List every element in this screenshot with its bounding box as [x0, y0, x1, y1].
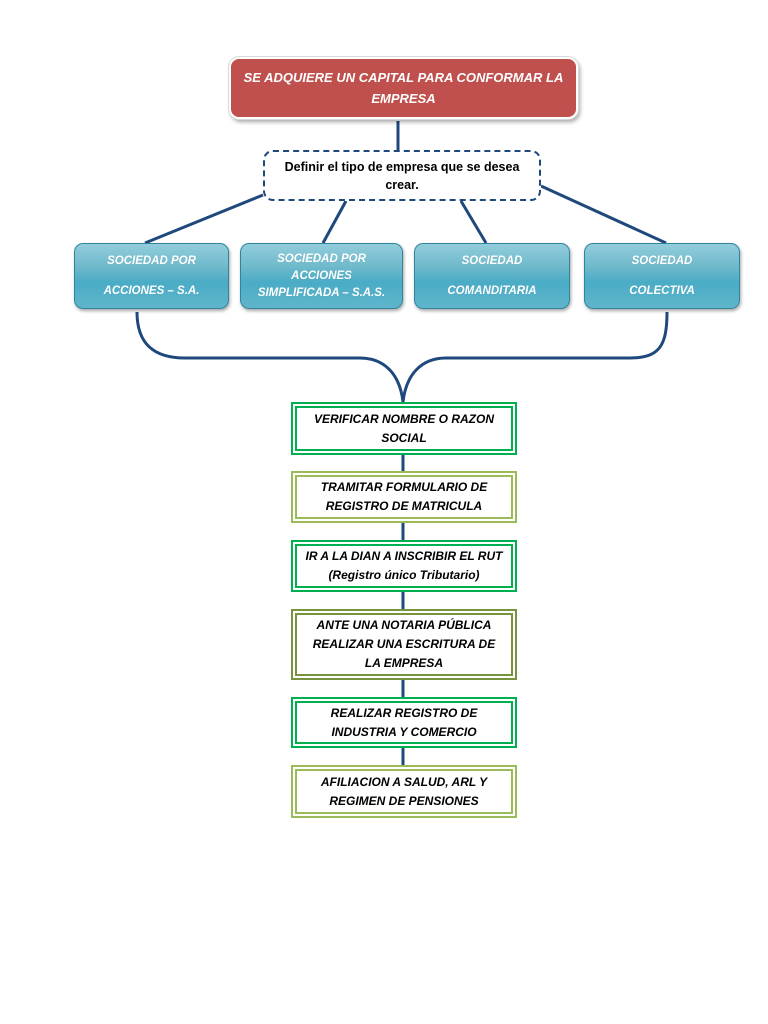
step-notary-deed: ANTE UNA NOTARIA PÚBLICA REALIZAR UNA ES…: [291, 609, 517, 680]
step-industry-commerce: REALIZAR REGISTRO DE INDUSTRIA Y COMERCI…: [291, 697, 517, 748]
company-type-line: SIMPLIFICADA – S.A.S.: [257, 286, 386, 299]
connector-decision-to-sa: [144, 193, 264, 245]
company-type-line: ACCIONES – S.A.: [103, 285, 200, 297]
company-type-line: SOCIEDAD: [461, 255, 523, 267]
company-type-line: COLECTIVA: [629, 285, 695, 297]
root-node-label: SE ADQUIERE UN CAPITAL PARA CONFORMAR LA…: [243, 70, 564, 106]
company-type-line: SOCIEDAD: [631, 255, 693, 267]
step-label: VERIFICAR NOMBRE O RAZON SOCIAL: [314, 411, 494, 445]
company-type-line: SOCIEDAD POR: [107, 255, 196, 267]
step-sublabel: (Registro único Tributario): [328, 568, 480, 582]
step-social-security: AFILIACION A SALUD, ARL Y REGIMEN DE PEN…: [291, 765, 517, 818]
connector-decision-to-sas: [321, 200, 348, 244]
company-type-comanditaria: SOCIEDAD COMANDITARIA: [414, 243, 570, 309]
company-type-line: SOCIEDAD POR: [277, 252, 366, 265]
step-registration-form: TRAMITAR FORMULARIO DE REGISTRO DE MATRI…: [291, 471, 517, 523]
brace-connector: [135, 311, 669, 403]
company-type-line: ACCIONES: [291, 269, 352, 282]
step-dian-rut: IR A LA DIAN A INSCRIBIR EL RUT (Registr…: [291, 540, 517, 592]
decision-node-label: Definir el tipo de empresa que se desea …: [284, 159, 520, 192]
connector-decision-to-comanditaria: [459, 200, 488, 244]
company-type-sa: SOCIEDAD POR ACCIONES – S.A.: [74, 243, 229, 309]
step-label: ANTE UNA NOTARIA PÚBLICA REALIZAR UNA ES…: [312, 618, 496, 670]
company-type-sas: SOCIEDAD POR ACCIONES SIMPLIFICADA – S.A…: [240, 243, 403, 309]
step-label: AFILIACION A SALUD, ARL Y REGIMEN DE PEN…: [320, 774, 488, 808]
step-label: TRAMITAR FORMULARIO DE REGISTRO DE MATRI…: [320, 480, 488, 513]
connector-decision-to-colectiva: [540, 184, 667, 245]
step-label: REALIZAR REGISTRO DE INDUSTRIA Y COMERCI…: [330, 705, 478, 739]
decision-node-company-type: Definir el tipo de empresa que se desea …: [263, 150, 541, 201]
root-node-capital: SE ADQUIERE UN CAPITAL PARA CONFORMAR LA…: [229, 57, 578, 119]
step-label: IR A LA DIAN A INSCRIBIR EL RUT: [305, 549, 503, 563]
company-type-colectiva: SOCIEDAD COLECTIVA: [584, 243, 740, 309]
company-type-line: COMANDITARIA: [447, 285, 537, 297]
step-verify-name: VERIFICAR NOMBRE O RAZON SOCIAL: [291, 402, 517, 455]
